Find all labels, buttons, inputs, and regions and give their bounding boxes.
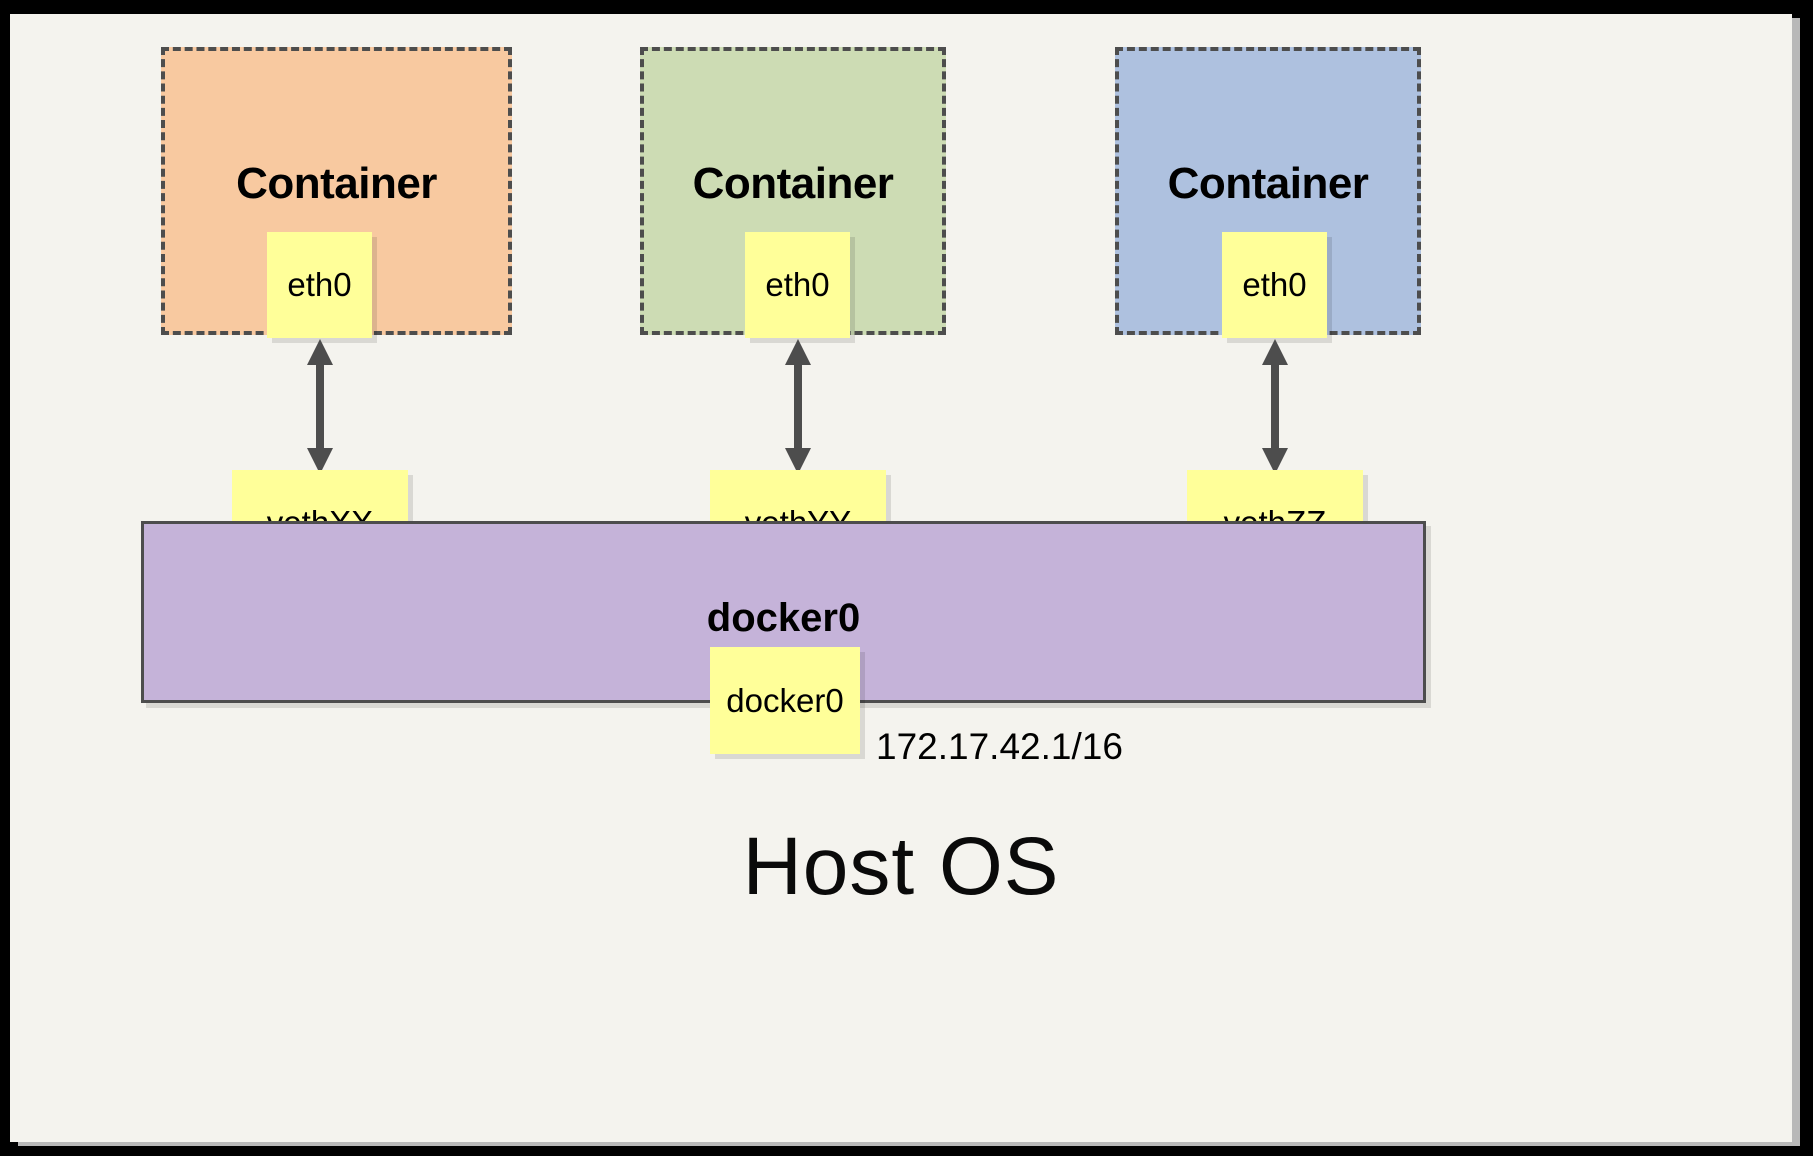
container-box-1[interactable]: Container <box>161 47 512 335</box>
eth0-label-2: eth0 <box>765 266 830 303</box>
container-label-3: Container <box>1167 159 1369 208</box>
eth0-box-2[interactable]: eth0 <box>745 232 850 338</box>
docker0-bridge-label: docker0 <box>706 596 861 640</box>
container-label-2: Container <box>692 159 894 208</box>
veth-link-arrow-2 <box>780 339 816 474</box>
eth0-label-3: eth0 <box>1242 266 1307 303</box>
veth-link-arrow-1 <box>302 339 338 474</box>
veth-link-arrow-3 <box>1257 339 1293 474</box>
diagram-canvas: Container eth0 vethXX Container eth0 <box>10 14 1792 1142</box>
eth0-box-3[interactable]: eth0 <box>1222 232 1327 338</box>
host-os-label: Host OS <box>742 821 1060 912</box>
docker0-node-box[interactable]: docker0 <box>710 647 860 754</box>
eth0-label-1: eth0 <box>287 266 352 303</box>
docker0-ip-label: 172.17.42.1/16 <box>876 726 1123 767</box>
docker0-node-label: docker0 <box>726 681 844 719</box>
eth0-box-1[interactable]: eth0 <box>267 232 372 338</box>
container-label-1: Container <box>236 159 437 208</box>
